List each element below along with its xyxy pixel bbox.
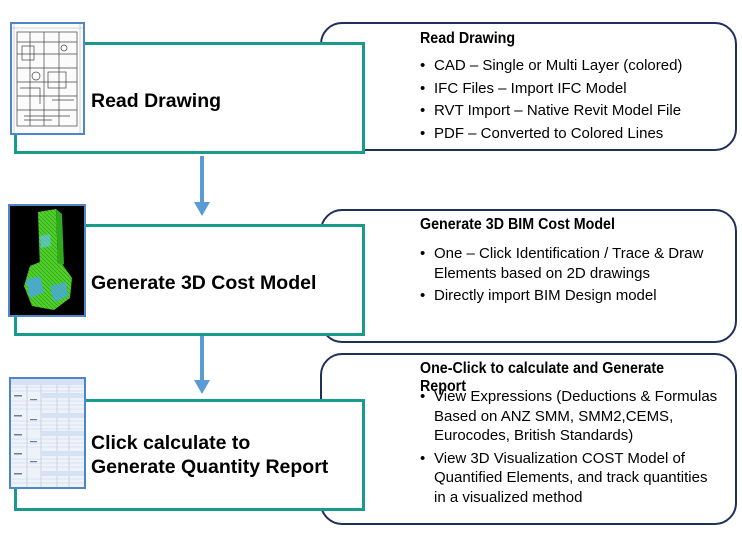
down-arrow-icon [194,336,210,394]
bullet-item: IFC Files – Import IFC Model [420,79,720,99]
bullet-item: CAD – Single or Multi Layer (colored) [420,56,720,76]
report-bullet-list: View Expressions (Deductions & Formulas … [420,387,720,510]
quantity-report-step-label-line1: Click calculate to [91,432,251,454]
report-description-panel: One-Click to calculate and Generate Repo… [320,353,737,525]
cost-model-description-title: Generate 3D BIM Cost Model [420,216,615,233]
3d-model-thumbnail [8,204,86,317]
read-drawing-step-label: Read Drawing [91,90,222,112]
cad-drawing-thumbnail [10,22,85,135]
bullet-item: One – Click Identification / Trace & Dra… [420,244,726,283]
cad-drawing-image [12,24,83,133]
bullet-item: PDF – Converted to Colored Lines [420,124,720,144]
read-drawing-description-title: Read Drawing [420,30,516,47]
bullet-item: View 3D Visualization COST Model of Quan… [420,449,720,508]
read-drawing-description-panel: Read Drawing CAD – Single or Multi Layer… [320,22,737,151]
report-table-image [11,379,84,487]
quantity-report-thumbnail [9,377,86,489]
bullet-item: View Expressions (Deductions & Formulas … [420,387,720,446]
read-drawing-bullet-list: CAD – Single or Multi Layer (colored) IF… [420,56,720,146]
quantity-report-step-label-line2: Generate Quantity Report [91,456,329,478]
cost-model-bullet-list: One – Click Identification / Trace & Dra… [420,244,726,309]
bullet-item: RVT Import – Native Revit Model File [420,101,720,121]
3d-building-model-image [24,209,72,310]
cost-model-step-label: Generate 3D Cost Model [91,272,317,294]
down-arrow-icon [194,156,210,216]
cost-model-description-panel: Generate 3D BIM Cost Model One – Click I… [320,209,737,343]
bullet-item: Directly import BIM Design model [420,286,726,306]
